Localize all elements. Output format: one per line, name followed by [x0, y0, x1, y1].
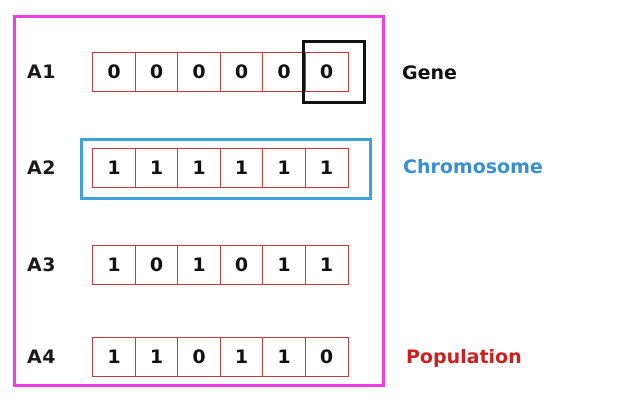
chromosome-a2-cells: 1 1 1 1 1 1	[92, 148, 349, 188]
gene-cell: 1	[262, 245, 306, 285]
gene-cell: 0	[304, 337, 349, 377]
gene-cell: 1	[219, 148, 264, 188]
population-label: Population	[406, 346, 522, 368]
gene-cell: 0	[177, 52, 221, 92]
gene-cell: 0	[262, 52, 306, 92]
chromosome-a3-cells: 1 0 1 0 1 1	[92, 245, 349, 285]
gene-cell: 0	[219, 52, 264, 92]
gene-highlight-box	[302, 40, 366, 104]
gene-cell: 1	[92, 245, 136, 285]
gene-cell: 1	[304, 148, 349, 188]
gene-cell: 0	[92, 52, 136, 92]
gene-cell: 1	[134, 148, 179, 188]
gene-cell: 1	[92, 337, 136, 377]
gene-cell: 1	[219, 337, 264, 377]
gene-cell: 0	[177, 337, 221, 377]
gene-cell: 1	[177, 245, 221, 285]
chromosome-highlight-box	[80, 138, 372, 200]
chromosome-label: Chromosome	[403, 156, 543, 178]
gene-cell: 0	[219, 245, 264, 285]
row-label-a1: A1	[27, 61, 56, 83]
row-label-a2: A2	[27, 157, 56, 179]
gene-cell: 1	[92, 148, 136, 188]
gene-cell: 1	[134, 337, 179, 377]
row-label-a4: A4	[27, 346, 56, 368]
gene-cell: 1	[262, 337, 306, 377]
row-label-a3: A3	[27, 254, 56, 276]
population-box	[13, 15, 385, 387]
chromosome-a1-cells: 0 0 0 0 0 0	[92, 52, 349, 92]
gene-label: Gene	[402, 62, 457, 84]
gene-cell: 0	[134, 52, 179, 92]
chromosome-a4-cells: 1 1 0 1 1 0	[92, 337, 349, 377]
gene-cell: 0	[304, 52, 349, 92]
gene-cell: 0	[134, 245, 179, 285]
gene-cell: 1	[304, 245, 349, 285]
